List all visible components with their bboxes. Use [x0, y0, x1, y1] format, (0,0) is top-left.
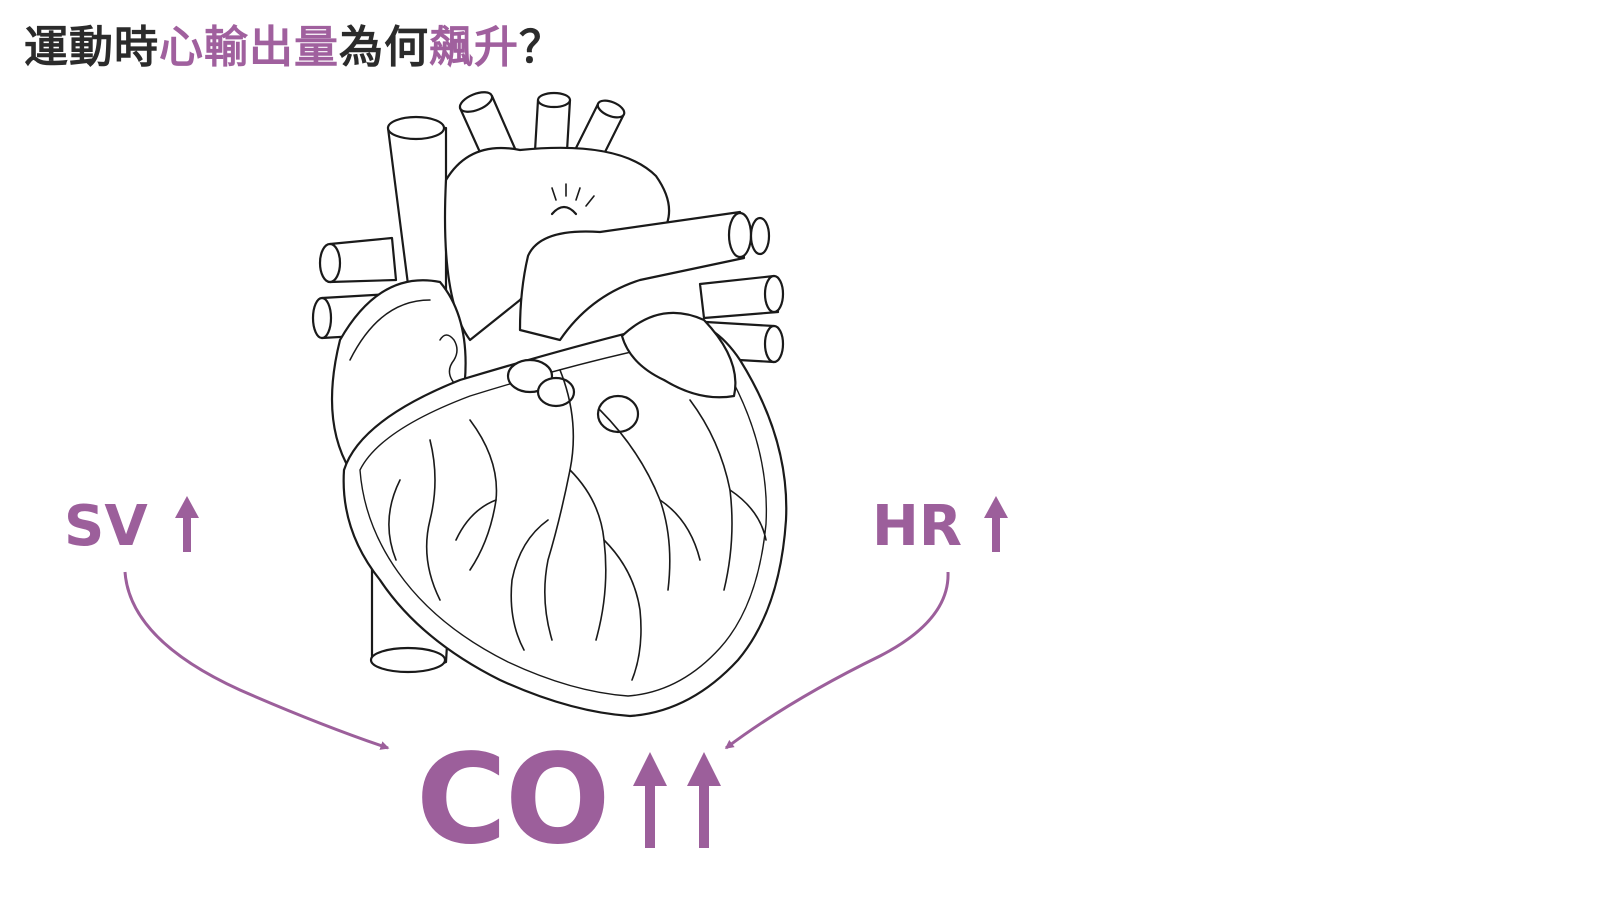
- title-part-2: 心輸出量: [159, 22, 339, 73]
- coronary-vessels: [388, 369, 767, 681]
- hr-label: HR: [872, 494, 962, 559]
- right-vessel-branch-top: [698, 274, 780, 320]
- superior-vena-cava: [386, 126, 448, 302]
- hr-up-arrow-icon: [984, 496, 1008, 552]
- co-label: CO: [416, 728, 610, 872]
- heart-ventricles: [342, 318, 788, 718]
- page-title: 運動時心輸出量為何飆升？: [24, 22, 564, 75]
- title-part-4: 飆升: [429, 22, 519, 73]
- left-atrium: [620, 311, 737, 399]
- co-double-up-arrow-icon: [633, 752, 721, 848]
- inferior-vena-cava-opening: [369, 646, 447, 674]
- superior-vena-cava-opening: [386, 115, 446, 141]
- heart-illustration: [311, 91, 788, 718]
- title-part-3: 為何: [339, 22, 429, 73]
- sv-label: SV: [64, 494, 148, 559]
- pulmonary-trunk: [518, 210, 746, 342]
- sv-to-co-arrow: [123, 571, 390, 750]
- sv-up-arrow-icon: [175, 496, 199, 552]
- hr-to-co-arrow: [724, 571, 950, 750]
- title-part-5: ？: [519, 22, 564, 73]
- title-part-1: 運動時: [24, 22, 159, 73]
